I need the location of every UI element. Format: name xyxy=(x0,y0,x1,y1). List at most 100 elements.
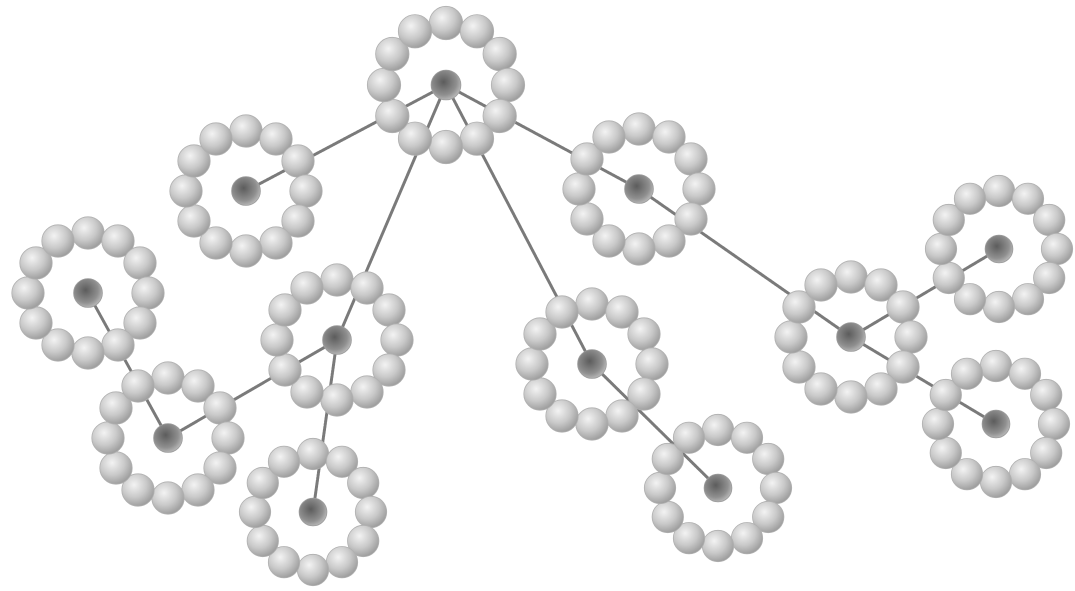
ring-bead xyxy=(269,354,301,386)
ring-bead xyxy=(460,122,493,155)
ring-bead xyxy=(381,324,413,356)
ring-bead xyxy=(321,384,353,416)
ring-bead xyxy=(954,183,985,214)
ring-bead xyxy=(297,438,328,469)
ring-bead xyxy=(92,422,124,454)
ring-bead xyxy=(652,501,683,532)
cluster-center xyxy=(982,410,1010,438)
ring-bead xyxy=(760,472,791,503)
cluster-node xyxy=(367,6,524,163)
ring-bead xyxy=(563,173,595,205)
cluster-center xyxy=(431,70,461,100)
ring-bead xyxy=(491,68,524,101)
ring-bead xyxy=(42,225,74,257)
ring-bead xyxy=(72,337,104,369)
ring-bead xyxy=(895,321,927,353)
ring-bead xyxy=(182,474,214,506)
cluster-node xyxy=(92,362,244,514)
ring-bead xyxy=(282,145,314,177)
ring-bead xyxy=(835,261,867,293)
cluster-node xyxy=(261,264,413,416)
ring-bead xyxy=(321,264,353,296)
ring-bead xyxy=(212,422,244,454)
ring-bead xyxy=(675,143,707,175)
ring-bead xyxy=(373,294,405,326)
ring-bead xyxy=(12,277,44,309)
ring-bead xyxy=(865,373,897,405)
ring-bead xyxy=(483,37,516,70)
ring-bead xyxy=(355,496,386,527)
ring-bead xyxy=(835,381,867,413)
ring-bead xyxy=(247,525,278,556)
ring-bead xyxy=(124,247,156,279)
ring-bead xyxy=(673,422,704,453)
ring-bead xyxy=(983,175,1014,206)
ring-bead xyxy=(1012,284,1043,315)
ring-bead xyxy=(524,378,556,410)
ring-bead xyxy=(170,175,202,207)
ring-bead xyxy=(230,235,262,267)
ring-bead xyxy=(922,408,953,439)
ring-bead xyxy=(132,277,164,309)
cluster-node xyxy=(170,115,322,267)
cluster-center xyxy=(323,326,352,355)
ring-bead xyxy=(623,233,655,265)
ring-bead xyxy=(398,15,431,48)
ring-bead xyxy=(152,482,184,514)
ring-bead xyxy=(930,437,961,468)
cluster-center xyxy=(154,424,183,453)
ring-bead xyxy=(268,446,299,477)
ring-bead xyxy=(72,217,104,249)
ring-bead xyxy=(367,68,400,101)
cluster-center xyxy=(985,235,1013,263)
ring-bead xyxy=(291,272,323,304)
ring-bead xyxy=(983,291,1014,322)
cluster-node xyxy=(925,175,1072,322)
ring-bead xyxy=(628,318,660,350)
ring-bead xyxy=(636,348,668,380)
ring-bead xyxy=(653,225,685,257)
ring-bead xyxy=(429,6,462,39)
ring-bead xyxy=(290,175,322,207)
ring-bead xyxy=(593,121,625,153)
ring-bead xyxy=(516,348,548,380)
ring-bead xyxy=(546,296,578,328)
cluster-node xyxy=(922,350,1069,497)
ring-bead xyxy=(783,351,815,383)
ring-bead xyxy=(887,291,919,323)
ring-bead xyxy=(326,547,357,578)
ring-bead xyxy=(683,173,715,205)
cluster-node xyxy=(563,113,715,265)
ring-bead xyxy=(606,400,638,432)
ring-bead xyxy=(644,472,675,503)
ring-bead xyxy=(576,288,608,320)
cluster-center xyxy=(625,175,654,204)
ring-bead xyxy=(376,99,409,132)
ring-bead xyxy=(925,233,956,264)
ring-bead xyxy=(122,370,154,402)
ring-bead xyxy=(775,321,807,353)
ring-bead xyxy=(204,392,236,424)
ring-bead xyxy=(1009,459,1040,490)
cluster-node xyxy=(239,438,386,585)
ring-bead xyxy=(20,307,52,339)
connector-line xyxy=(313,340,337,512)
cluster-node xyxy=(12,217,164,369)
connector-line xyxy=(639,189,851,337)
ring-bead xyxy=(731,523,762,554)
ring-bead xyxy=(102,329,134,361)
ring-bead xyxy=(348,467,379,498)
cluster-center xyxy=(704,474,732,502)
cluster-center xyxy=(837,323,866,352)
ring-bead xyxy=(1041,233,1072,264)
ring-bead xyxy=(261,324,293,356)
ring-bead xyxy=(1031,379,1062,410)
ring-bead xyxy=(753,443,784,474)
ring-bead xyxy=(351,376,383,408)
cluster-center xyxy=(232,177,261,206)
ring-bead xyxy=(933,262,964,293)
cluster-node xyxy=(775,261,927,413)
cluster-layer xyxy=(12,6,1073,585)
ring-bead xyxy=(980,466,1011,497)
